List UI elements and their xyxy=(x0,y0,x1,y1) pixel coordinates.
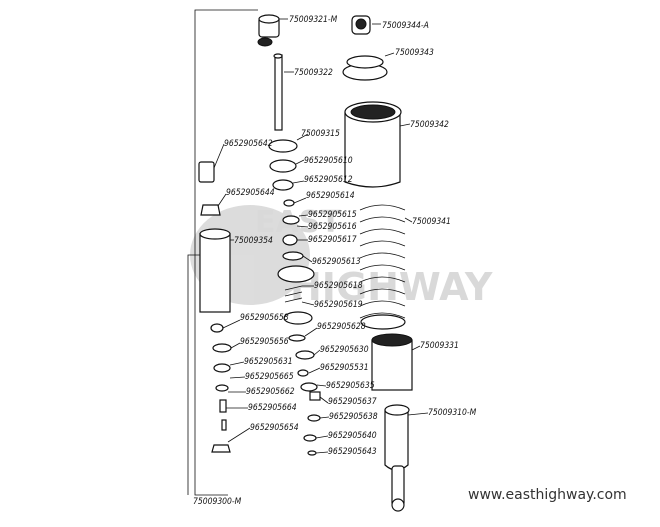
leader-lines xyxy=(213,18,429,454)
label-75009310-m: 75009310-M xyxy=(428,408,477,418)
assembly-bracket xyxy=(194,9,258,496)
part-labels: 75009321-M 75009344-A 75009343 75009322 … xyxy=(224,15,477,457)
label-9652905638: 9652905638 xyxy=(329,412,378,422)
label-9652905618: 9652905618 xyxy=(314,281,363,291)
label-9652905665: 9652905665 xyxy=(245,372,294,382)
label-9652905628: 9652905628 xyxy=(317,322,366,332)
part-piston-rod xyxy=(273,53,283,131)
label-9652905615: 9652905615 xyxy=(308,210,357,220)
part-damper-body xyxy=(384,404,410,512)
label-9652905614: 9652905614 xyxy=(306,191,355,201)
label-75009321-m: 75009321-M xyxy=(289,15,338,25)
label-9652905616: 9652905616 xyxy=(308,222,357,232)
part-tube xyxy=(199,228,231,313)
label-75009343: 75009343 xyxy=(395,48,434,58)
label-9652905658: 9652905658 xyxy=(240,313,289,323)
label-75009342: 75009342 xyxy=(410,120,449,130)
label-9652905635: 9652905635 xyxy=(326,381,375,391)
part-mid-components xyxy=(283,285,313,342)
label-9652905642: 9652905642 xyxy=(224,139,273,149)
label-9652905664: 9652905664 xyxy=(248,403,297,413)
label-75009322: 75009322 xyxy=(294,68,333,78)
assembly-label: 75009300-M xyxy=(193,497,242,507)
label-9652905643: 9652905643 xyxy=(328,447,377,457)
part-top-nut xyxy=(257,14,280,47)
part-cylinder-sleeve xyxy=(371,333,413,391)
label-9652905644: 9652905644 xyxy=(226,188,275,198)
label-9652905656: 9652905656 xyxy=(240,337,289,347)
part-lower-center-components xyxy=(295,350,321,456)
label-75009315: 75009315 xyxy=(301,129,340,139)
label-9652905662: 9652905662 xyxy=(246,387,295,397)
part-lower-left-components xyxy=(210,323,232,453)
label-9652905637: 9652905637 xyxy=(328,397,377,407)
part-dust-cover xyxy=(344,101,402,188)
part-split-collar xyxy=(342,55,388,81)
part-cap xyxy=(351,15,371,35)
label-9652905617: 9652905617 xyxy=(308,235,357,245)
label-75009354: 75009354 xyxy=(234,236,273,246)
label-9652905630: 9652905630 xyxy=(320,345,369,355)
part-main-spring xyxy=(359,204,406,330)
label-9652905610: 9652905610 xyxy=(304,156,353,166)
label-9652905612: 9652905612 xyxy=(304,175,353,185)
label-9652905619: 9652905619 xyxy=(314,300,363,310)
part-bushing xyxy=(200,204,221,216)
label-75009341: 75009341 xyxy=(412,217,451,227)
label-75009344-a: 75009344-A xyxy=(382,21,429,31)
label-9652905631: 9652905631 xyxy=(244,357,293,367)
label-9652905613: 9652905613 xyxy=(312,257,361,267)
label-9652905654: 9652905654 xyxy=(250,423,299,433)
label-75009331: 75009331 xyxy=(420,341,459,351)
label-9652905640: 9652905640 xyxy=(328,431,377,441)
label-9652905531: 9652905531 xyxy=(320,363,369,373)
watermark-url: www.easthighway.com xyxy=(468,487,627,503)
part-small-spring xyxy=(198,161,215,183)
